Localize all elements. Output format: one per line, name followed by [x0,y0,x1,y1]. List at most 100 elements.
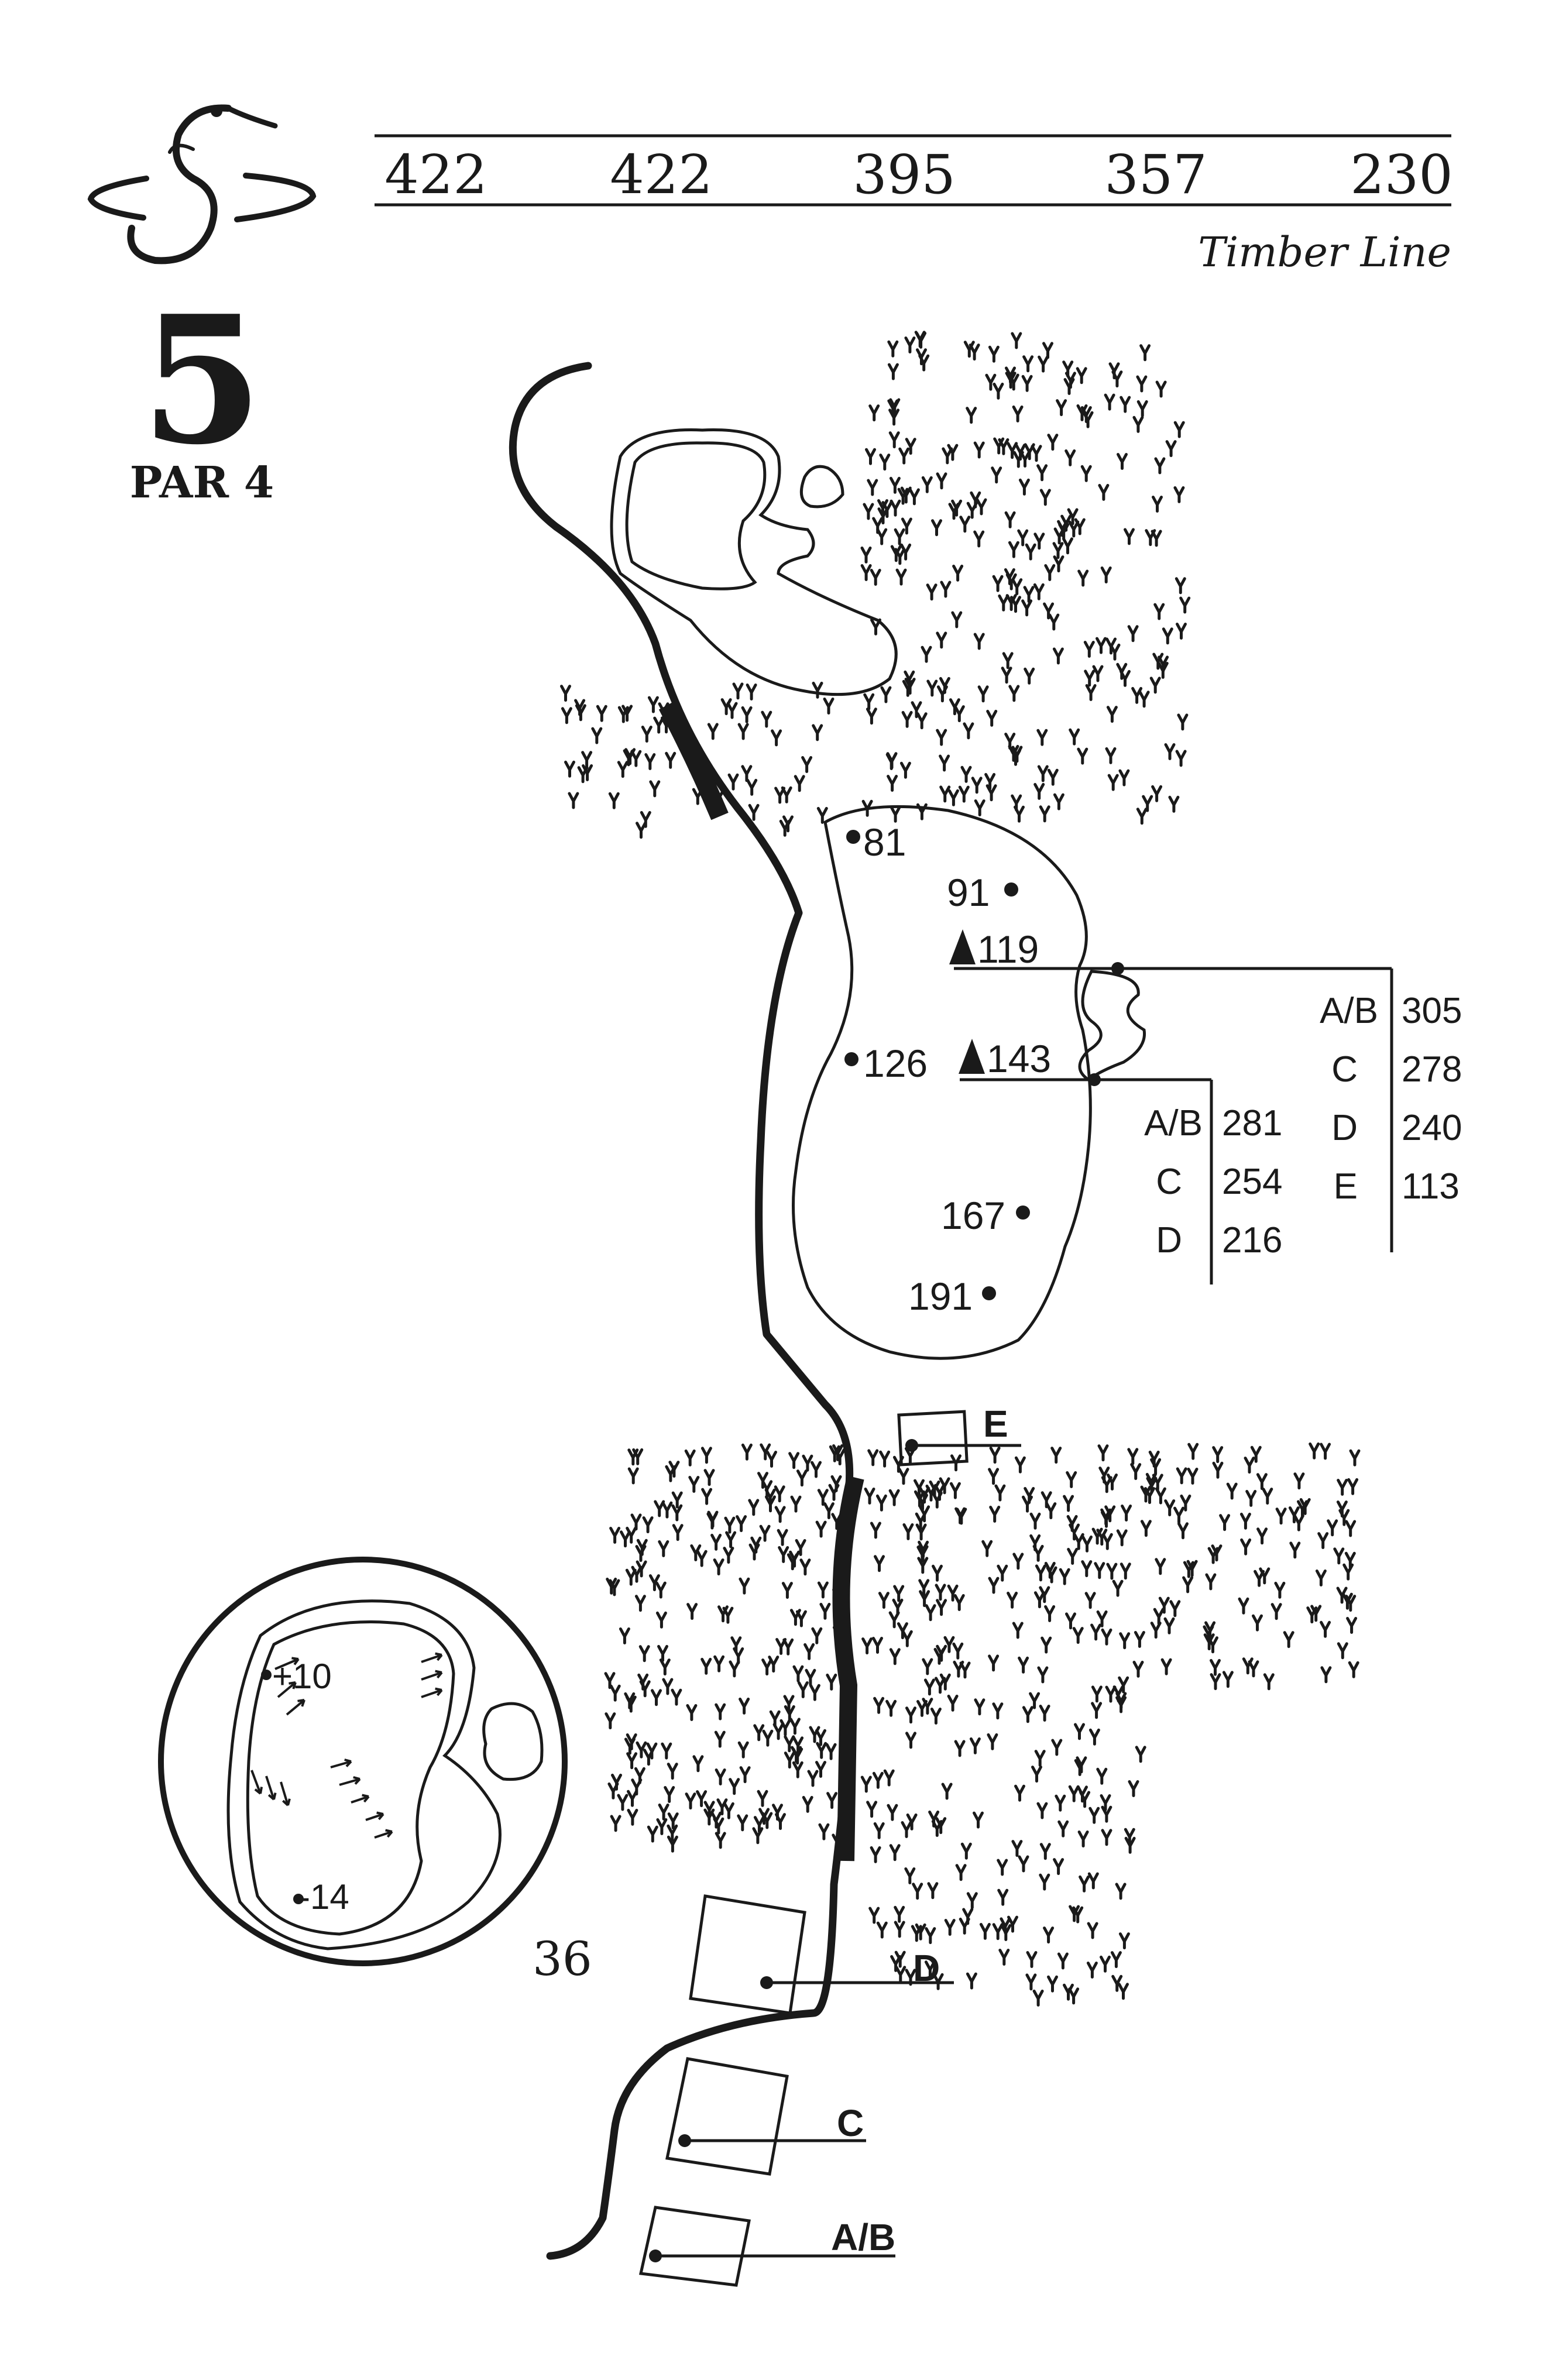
slope-arrowhead-icon [385,1829,393,1838]
tree-icon [1101,1533,1113,1550]
tree-icon [640,810,651,828]
tree-icon [812,724,823,741]
tree-icon [801,756,813,773]
carry-upper-value-ab: 305 [1402,991,1462,1031]
tree-icon [1306,1606,1318,1624]
tree-icon [1005,372,1017,389]
tree-icon [788,1452,800,1469]
tree-icon [949,698,960,716]
tree-icon [875,1494,887,1512]
tree-icon [863,693,875,710]
tree-icon [748,803,760,821]
tree-icon [802,1454,813,1472]
tree-icon [1026,1951,1038,1968]
tree-icon [626,1752,638,1770]
tree-icon [627,1790,638,1807]
tree-icon [1101,1628,1112,1646]
tree-icon [876,1921,888,1939]
tree-icon [926,679,938,697]
tree-icon [979,1922,991,1940]
tree-icon [737,1741,749,1759]
tree-icon [1110,1951,1122,1969]
tree-icon [1120,1562,1131,1580]
tree-icon [890,805,901,823]
tree-icon [790,1495,802,1513]
tree-icon [893,1585,905,1602]
tree-icon [1124,528,1135,545]
slope-arrowhead-icon [435,1670,443,1679]
tree-icon [897,1622,908,1640]
tree-icon [828,1483,840,1501]
tree-icon [1173,486,1185,503]
tree-icon [1059,1568,1070,1585]
tree-icon [981,1540,993,1557]
inset-green-outer [226,1599,502,1950]
tree-icon [619,1627,630,1644]
tree-icon [764,1488,776,1506]
tree-icon [997,1859,1008,1876]
tree-icon [925,1927,936,1945]
marker-167: 167 [941,1194,1030,1237]
tree-icon [1101,1805,1112,1823]
tree-icon [1053,793,1064,810]
carry-upper-value-d: 240 [1402,1108,1462,1148]
tree-icon [1091,1685,1103,1703]
tree-icon [761,1658,773,1676]
tree-icon [1035,1564,1046,1582]
tree-icon [960,1842,972,1860]
tree-icon [888,1489,900,1506]
tree-icon [1239,1512,1251,1530]
tree-icon [904,1867,916,1884]
slope-arrows [250,1652,443,1839]
marker-191: 191 [908,1275,996,1318]
tree-icon [1210,1658,1221,1676]
tree-icon [973,441,985,459]
tee-name: Timber Line [1198,228,1451,276]
tree-icon [772,1804,783,1821]
tree-icon [1014,805,1025,823]
tree-icon [1116,662,1128,680]
tree-icon [1096,1767,1108,1785]
carry-lower-value-c: 254 [1222,1162,1282,1202]
tree-icon [1011,746,1023,763]
tree-icon [997,1564,1008,1582]
tree-icon [1320,1620,1331,1638]
tree-icon [1154,457,1166,475]
tree-icon [989,1506,1001,1523]
marker-81: 81 [846,820,906,864]
tree-icon [1005,594,1017,612]
tree-icon [634,1595,646,1612]
tree-icon [1033,782,1045,800]
tree-icon [714,1730,726,1748]
tree-icon [874,1555,885,1572]
tree-icon [949,1482,961,1499]
tree-icon [796,1469,808,1487]
tree-icon [994,1484,1006,1502]
yardage-2: 422 [610,143,713,206]
tree-icon [889,1648,901,1665]
tree-icon [817,1581,829,1599]
tree-icon [1136,400,1148,417]
slope-arrowhead-icon [353,1776,361,1785]
tree-icon [1066,1471,1077,1488]
tree-icon [870,569,881,586]
tree-icon [988,1577,1000,1594]
tree-icon [1165,440,1177,458]
tree-icon [993,382,1004,400]
tree-icon [1056,399,1067,417]
tree-icon [925,1604,936,1622]
tree-icon [916,348,927,366]
tree-icon [1094,1562,1105,1579]
tree-icon [1148,1450,1160,1468]
slope-arrow-icon [351,1795,369,1804]
tree-icon [1033,1591,1045,1609]
tree-icon [1057,1820,1069,1838]
tree-icon [918,1579,930,1596]
tree-icon [730,1636,742,1654]
tree-icon [887,363,899,380]
tree-icon [940,581,952,598]
tree-icon [1029,1512,1041,1530]
tee-box-e [897,1410,1021,1467]
tree-icon [1115,1692,1127,1709]
tree-icon [617,761,629,778]
